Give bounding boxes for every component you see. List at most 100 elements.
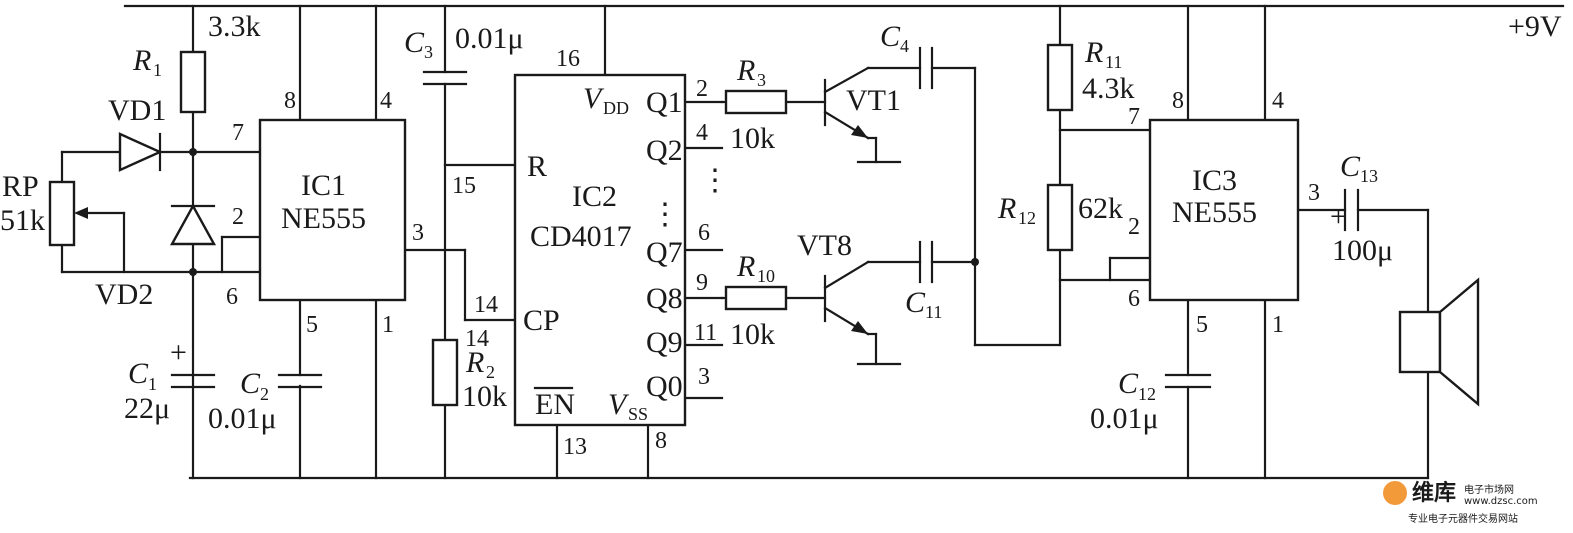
r1-label: R <box>132 44 151 77</box>
r12-resistor <box>1046 183 1074 252</box>
c2-capacitor <box>277 373 323 389</box>
r10-resistor <box>724 285 788 311</box>
r10-sub: 10 <box>757 266 775 286</box>
c1-plus: + <box>170 336 187 369</box>
ic2-q1-label: Q1 <box>646 86 683 119</box>
vd2-diode <box>169 203 217 246</box>
ic2-r-num: 15 <box>452 173 476 199</box>
ic1-pin-3: 3 <box>412 220 424 246</box>
c13-capacitor <box>1343 188 1360 232</box>
ic2-dots-outside: ⋮ <box>700 164 730 197</box>
rp-label: RP <box>2 170 39 203</box>
ic2-r-label: R <box>527 150 547 183</box>
ic3-pin-6: 6 <box>1128 286 1140 312</box>
vd1-label: VD1 <box>108 94 166 127</box>
c12-sub: 12 <box>1138 384 1156 404</box>
c1-label: C <box>128 357 149 390</box>
junction-dot <box>189 268 197 276</box>
ic3-pin-7: 7 <box>1128 104 1140 130</box>
r3-value: 10k <box>730 122 775 155</box>
ic1-pin-2: 2 <box>232 204 244 230</box>
ic3-pin-2: 2 <box>1128 214 1140 240</box>
r2-resistor <box>431 338 459 407</box>
ic1-pin-1: 1 <box>382 312 394 338</box>
ic3-pin-4: 4 <box>1272 88 1284 114</box>
c1-capacitor <box>170 373 216 389</box>
watermark-brand: 维库 <box>1412 480 1456 506</box>
ic2-q7-label: Q7 <box>646 236 683 269</box>
watermark-url: www.dzsc.com <box>1464 496 1538 507</box>
c2-label: C <box>240 367 261 400</box>
vt8-transistor <box>823 260 922 366</box>
ic1-pin-4: 4 <box>380 88 392 114</box>
c2-value: 0.01μ <box>208 402 277 435</box>
c13-label: C <box>1340 150 1361 183</box>
ic3-pin-3: 3 <box>1308 180 1320 206</box>
r11-sub: 11 <box>1105 52 1122 72</box>
watermark-brand2: 电子市场网 <box>1464 483 1514 496</box>
vt8-label: VT8 <box>797 229 852 262</box>
ic1-pin-6: 6 <box>226 284 238 310</box>
ic2-type: CD4017 <box>530 220 632 253</box>
r1-sub: 1 <box>153 60 162 80</box>
r11-label: R <box>1084 36 1103 69</box>
ic2-vdd-num: 16 <box>556 46 580 72</box>
r3-sub: 3 <box>757 70 766 90</box>
watermark-logo: 维库 电子市场网 www.dzsc.com 专业电子元器件交易网站 <box>1383 480 1538 525</box>
c13-value: 100μ <box>1332 234 1393 267</box>
ic2-name: IC2 <box>572 180 617 213</box>
ic2-q8-num: 9 <box>696 270 708 296</box>
c2-sub: 2 <box>260 384 269 404</box>
ic2-cp-label: CP <box>523 304 560 337</box>
ic1-pin-7: 7 <box>232 120 244 146</box>
ic2-q2-label: Q2 <box>646 134 683 167</box>
ic2-en-label: EN <box>535 388 575 421</box>
ic2-q8-label: Q8 <box>646 282 683 315</box>
ic2-vss-num: 8 <box>655 428 667 454</box>
ic2-cp-num-2: 14 <box>465 326 489 352</box>
ic2-q9-label: Q9 <box>646 326 683 359</box>
c3-label: C <box>404 26 425 59</box>
r1-value: 3.3k <box>208 10 261 43</box>
r12-label: R <box>997 192 1016 225</box>
ic1-pin-8: 8 <box>284 88 296 114</box>
r12-sub: 12 <box>1018 208 1036 228</box>
r1-resistor <box>179 50 207 114</box>
ic3-pin-1: 1 <box>1272 312 1284 338</box>
supply-label: +9V <box>1508 10 1562 43</box>
ic3-chip <box>1148 118 1300 302</box>
ic2-vss-label: V <box>608 388 630 421</box>
c1-sub: 1 <box>148 374 157 394</box>
c4-sub: 4 <box>900 36 909 56</box>
vd2-label: VD2 <box>95 278 153 311</box>
ic2-q7-num: 6 <box>698 220 710 246</box>
ic2-chip <box>513 73 687 427</box>
c3-value: 0.01μ <box>455 22 524 55</box>
c1-value: 22μ <box>124 392 170 425</box>
rp-potentiometer <box>48 180 88 247</box>
c12-capacitor <box>1164 373 1212 389</box>
r2-value: 10k <box>462 380 507 413</box>
ic2-q0-num: 3 <box>698 364 710 390</box>
rp-value: 51k <box>0 204 45 237</box>
ic1-name: IC1 <box>301 169 346 202</box>
c13-sub: 13 <box>1360 166 1378 186</box>
c12-label: C <box>1118 367 1139 400</box>
c3-sub: 3 <box>424 42 433 62</box>
r3-resistor <box>724 89 788 115</box>
ic2-q1-num: 2 <box>696 76 708 102</box>
ic2-dots-inside: ⋮ <box>650 198 680 231</box>
c11-capacitor <box>918 240 977 284</box>
vd1-diode <box>118 132 195 172</box>
junction-dot <box>189 148 197 156</box>
c4-label: C <box>880 20 901 53</box>
ic3-wiring <box>973 4 1430 480</box>
r2-sub: 2 <box>486 362 495 382</box>
junction-dot <box>971 258 979 266</box>
r10-value: 10k <box>730 318 775 351</box>
vt1-label: VT1 <box>846 84 901 117</box>
c11-label: C <box>905 286 926 319</box>
ic3-type: NE555 <box>1172 196 1257 229</box>
ic2-wiring <box>443 4 724 480</box>
